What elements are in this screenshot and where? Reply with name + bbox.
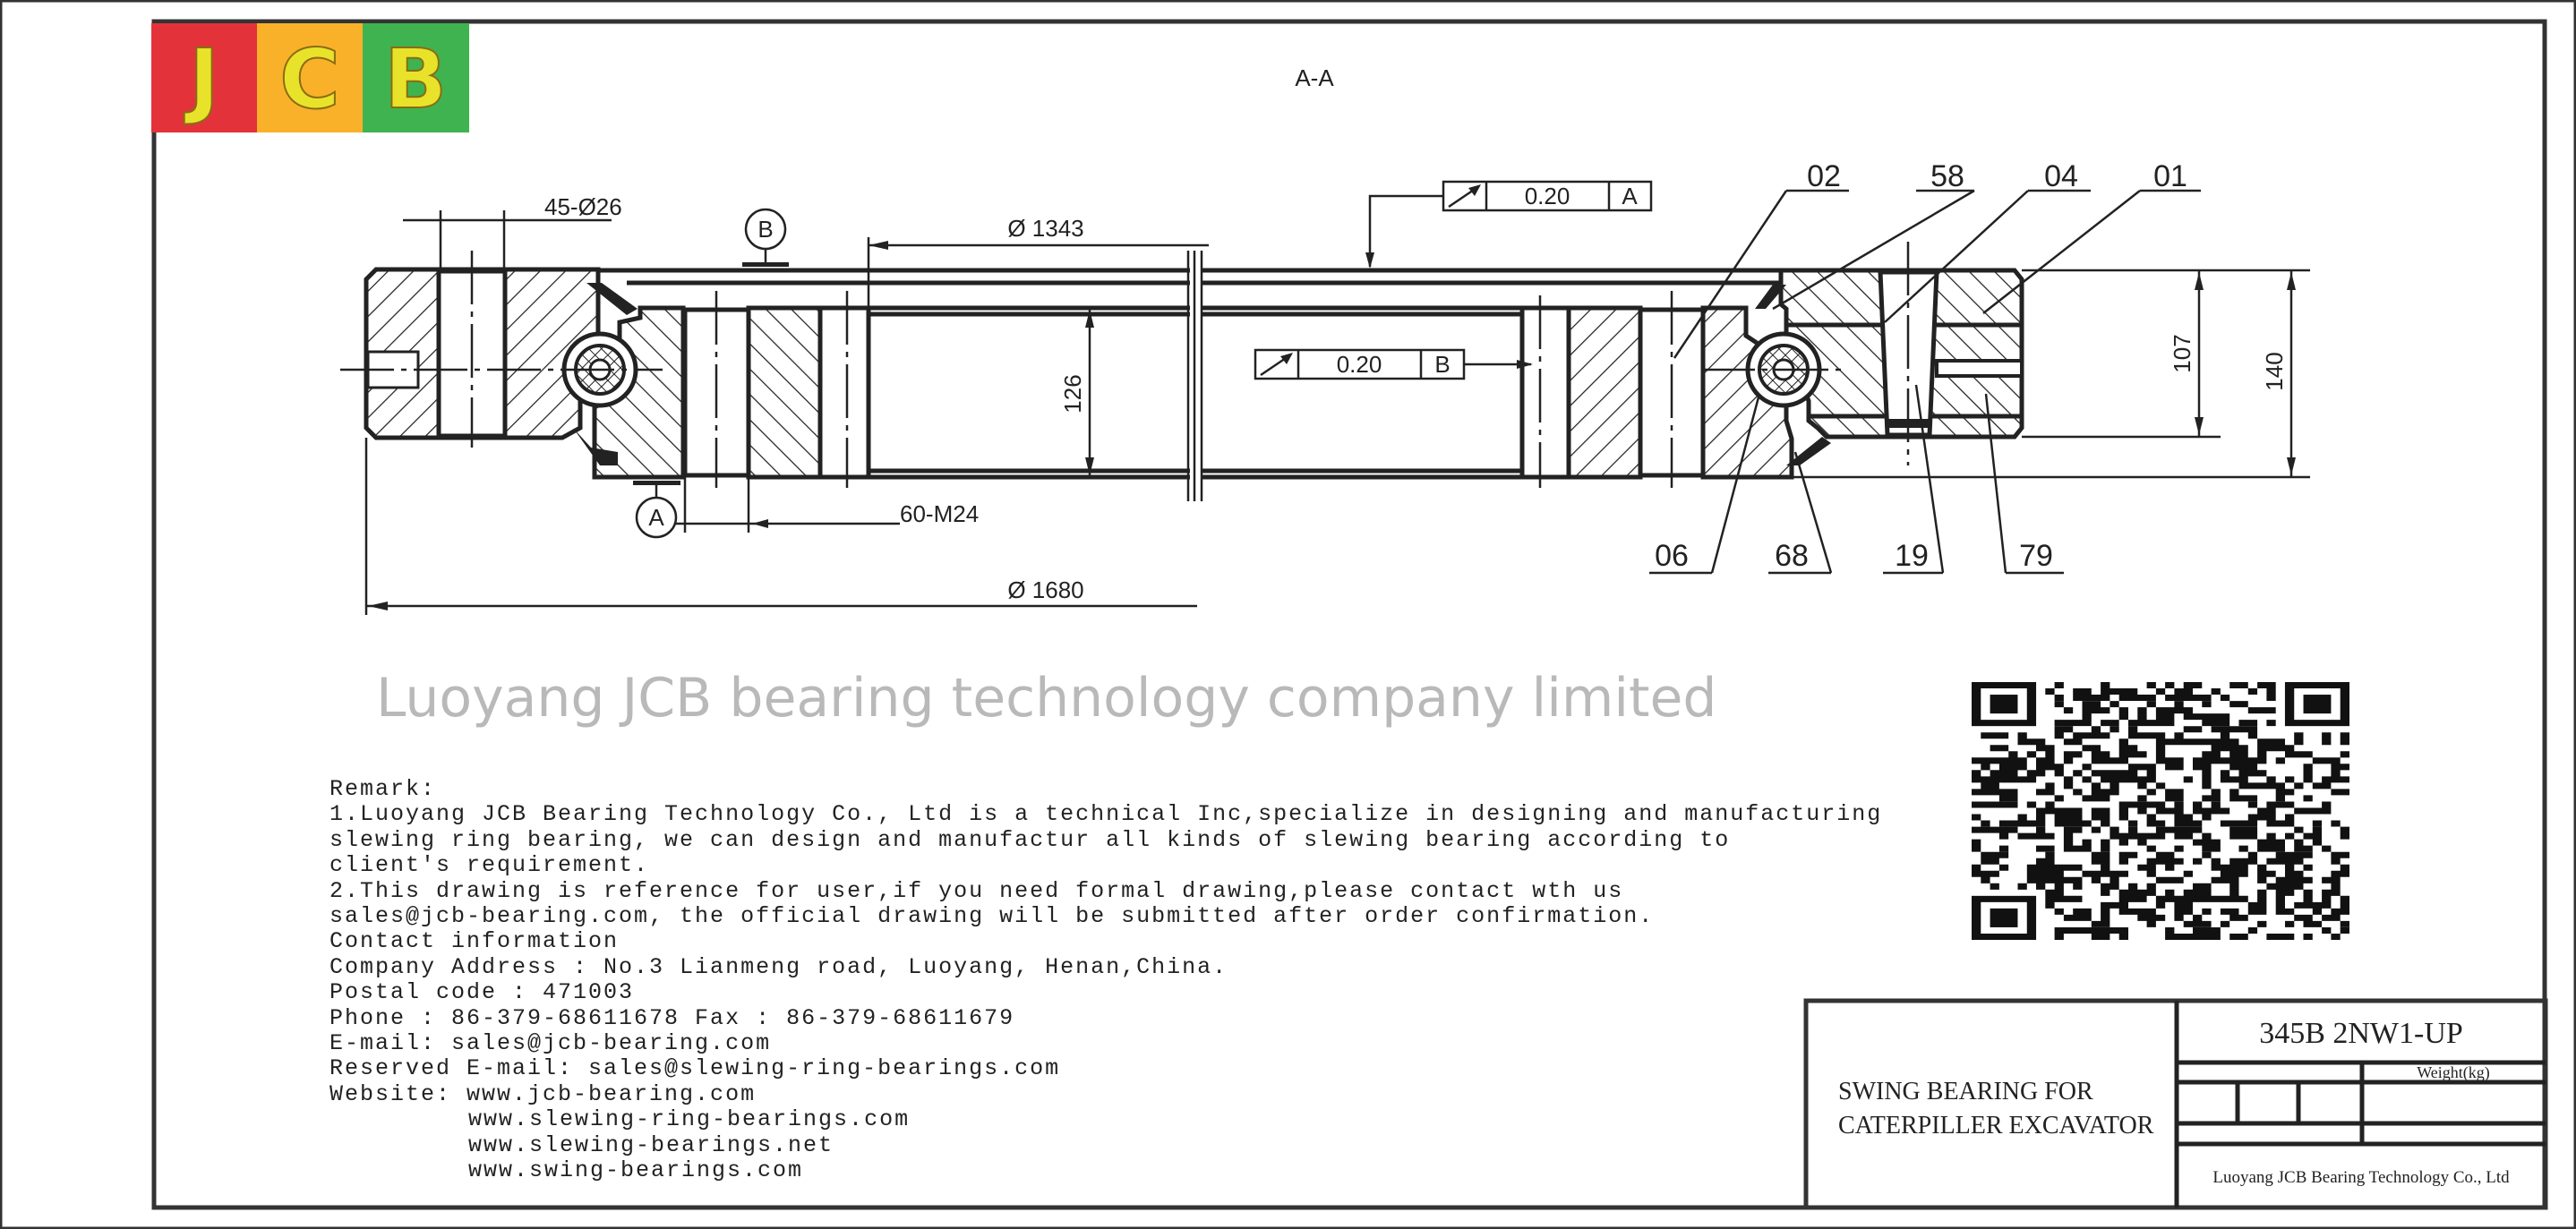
dim-height-140: 140	[2261, 352, 2288, 390]
logo-block-orange	[257, 23, 363, 132]
remarks: Remark: 1.Luoyang JCB Bearing Technology…	[329, 776, 1882, 1183]
phone-fax: Phone : 86-379-68611678 Fax : 86-379-686…	[329, 1005, 1014, 1031]
dim-height-107: 107	[2169, 334, 2195, 372]
dim-diameter-1343: Ø 1343	[1007, 215, 1083, 242]
company-address: Company Address : No.3 Lianmeng road, Lu…	[329, 954, 1228, 980]
inner-ring-segment-right	[1566, 305, 1643, 480]
logo-letter-b: B	[384, 31, 447, 127]
tolerance-frame-b: 0.20 B	[1254, 348, 1533, 380]
gap-left	[817, 305, 871, 480]
dim-holes-inner: 60-M24	[900, 500, 979, 527]
qr-finder-pattern	[1972, 682, 2037, 727]
part-label-04: 04	[2044, 159, 2078, 193]
logo-letter-j: J	[184, 31, 219, 127]
website-link[interactable]: www.swing-bearings.com	[468, 1157, 803, 1183]
left-section	[340, 251, 871, 488]
reserved-email[interactable]: Reserved E-mail: sales@slewing-ring-bear…	[329, 1055, 1060, 1081]
seal-bottom-left	[573, 428, 618, 465]
qr-finder-pattern	[1972, 895, 2037, 940]
remark-line: 2.This drawing is reference for user,if …	[329, 878, 1623, 904]
seal-top-left	[586, 283, 638, 315]
svg-text:0.20: 0.20	[1337, 351, 1382, 378]
section-title: A-A	[1295, 64, 1334, 91]
dim-diameter-1680: Ø 1680	[1007, 576, 1083, 603]
logo-letter-c: C	[279, 31, 340, 127]
part-label-79: 79	[2019, 539, 2053, 573]
svg-text:A: A	[1622, 183, 1638, 209]
remark-line: 1.Luoyang JCB Bearing Technology Co., Lt…	[329, 801, 1882, 827]
product-description-line1: SWING BEARING FOR	[1838, 1078, 2093, 1105]
drawing-frame	[151, 19, 2547, 1210]
website-link[interactable]: www.slewing-bearings.net	[468, 1132, 834, 1158]
part-label-02: 02	[1807, 159, 1841, 193]
email[interactable]: E-mail: sales@jcb-bearing.com	[329, 1030, 771, 1056]
datum-b: B	[742, 208, 789, 267]
dim-holes-outer: 45-Ø26	[544, 193, 622, 220]
dimensions: 45-Ø26 Ø 1343 126 60-M24 Ø 1680 107 140	[364, 193, 2310, 615]
svg-text:B: B	[1434, 351, 1450, 378]
plug-slot	[1935, 359, 2024, 378]
website-line[interactable]: Website: www.jcb-bearing.com	[329, 1081, 756, 1107]
qr-finder-pattern	[2284, 682, 2349, 727]
part-label-19: 19	[1895, 539, 1929, 573]
seal-top-right	[1755, 285, 1786, 309]
body-lines	[598, 251, 1781, 501]
part-label-68: 68	[1775, 539, 1809, 573]
datum-a: A	[633, 481, 680, 539]
svg-text:B: B	[757, 216, 773, 243]
part-label-58: 58	[1930, 159, 1964, 193]
remark-heading: Remark:	[329, 776, 436, 802]
remark-line: sales@jcb-bearing.com, the official draw…	[329, 903, 1654, 929]
logo-block-green	[363, 23, 469, 132]
watermark: Luoyang JCB bearing technology company l…	[376, 667, 1717, 730]
jcb-logo: J C B	[151, 23, 469, 132]
remark-line: client's requirement.	[329, 852, 649, 878]
postal-code: Postal code : 471003	[329, 979, 634, 1005]
inner-ring-segment-left	[746, 305, 823, 480]
qr-modules	[1972, 682, 2349, 941]
website-link[interactable]: www.slewing-ring-bearings.com	[468, 1106, 910, 1132]
svg-text:0.20: 0.20	[1525, 183, 1570, 209]
gap-right	[1519, 305, 1571, 480]
qr-code	[1972, 682, 2349, 941]
model-number: 345B 2NW1-UP	[2259, 1017, 2463, 1050]
title-block: SWING BEARING FOR CATERPILLER EXCAVATOR …	[1803, 998, 2548, 1210]
tolerance-frame-a: 0.20 A	[1365, 180, 1653, 269]
contact-heading: Contact information	[329, 928, 619, 954]
part-label-06: 06	[1655, 539, 1689, 573]
weight-label: Weight(kg)	[2417, 1063, 2490, 1082]
logo-block-red	[151, 23, 257, 132]
dim-height-126: 126	[1059, 374, 1086, 413]
svg-text:A: A	[648, 504, 664, 531]
right-section	[1519, 242, 2024, 488]
product-description-line2: CATERPILLER EXCAVATOR	[1838, 1112, 2154, 1139]
remark-line: slewing ring bearing, we can design and …	[329, 827, 1730, 853]
company-name: Luoyang JCB Bearing Technology Co., Ltd	[2212, 1168, 2510, 1187]
part-labels: 02 58 04 01 06 68 19 79	[1649, 159, 2201, 575]
part-label-01: 01	[2153, 159, 2187, 193]
